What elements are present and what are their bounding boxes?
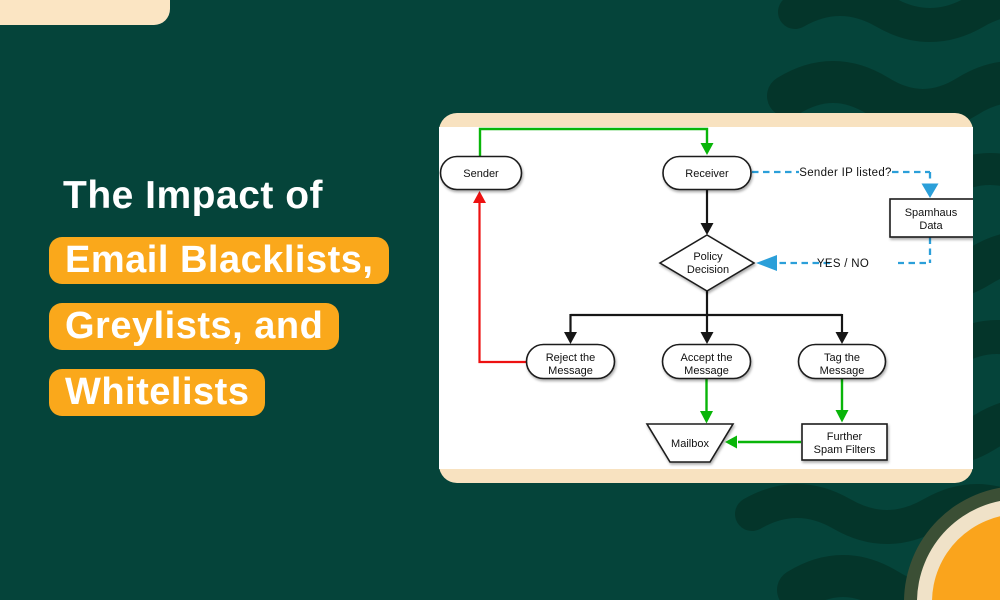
flowchart-canvas: Sender Receiver Spamhaus Data Policy Dec… (439, 127, 973, 469)
flowchart-diagram: Sender Receiver Spamhaus Data Policy Dec… (439, 127, 973, 463)
sender-node (439, 155, 523, 191)
title-highlight-2: Greylists, and (49, 303, 340, 350)
top-left-corner-decoration (0, 0, 170, 25)
mailbox-label: Mailbox (671, 438, 709, 450)
policy-decision-node (658, 234, 756, 292)
circle-inner-arc (987, 593, 1000, 600)
spamhaus-label-line2: Data (919, 220, 943, 232)
spamhaus-label-line1: Spamhaus (905, 207, 958, 219)
reject-label-line1: Reject the (546, 352, 596, 364)
accept-label-line2: Message (684, 365, 729, 377)
title-highlight-1: Email Blacklists, (49, 237, 390, 284)
page-title: The Impact of (63, 174, 324, 217)
bottom-right-circle-decoration (904, 487, 1000, 600)
reject-node (525, 343, 616, 380)
flowchart-card: Sender Receiver Spamhaus Data Policy Dec… (439, 113, 973, 483)
edge-policy-branches (569, 291, 844, 332)
annotation-yes-no: YES / NO (817, 258, 869, 270)
sender-label: Sender (463, 168, 499, 180)
mailbox-node (645, 423, 735, 463)
policy-label-line2: Decision (687, 264, 729, 276)
circle-cream-ring (917, 500, 1000, 600)
title-block: The Impact of Email Blacklists, Greylist… (49, 174, 390, 435)
filters-label-line1: Further (827, 431, 863, 443)
tag-label-line2: Message (820, 365, 865, 377)
tag-label-line1: Tag the (824, 352, 860, 364)
annotation-sender-ip-listed: Sender IP listed? (799, 167, 891, 179)
accept-node (661, 343, 752, 380)
circle-dark-ring (904, 487, 1000, 600)
title-highlight-3: Whitelists (49, 369, 266, 416)
accept-label-line1: Accept the (681, 352, 733, 364)
policy-label-line1: Policy (693, 251, 723, 263)
edge-sender-to-receiver (478, 127, 709, 156)
circle-orange-disc (932, 516, 1000, 600)
receiver-label: Receiver (685, 168, 729, 180)
filters-label-line2: Spam Filters (814, 444, 876, 456)
edge-reject-to-sender (478, 203, 527, 364)
reject-label-line2: Message (548, 365, 593, 377)
